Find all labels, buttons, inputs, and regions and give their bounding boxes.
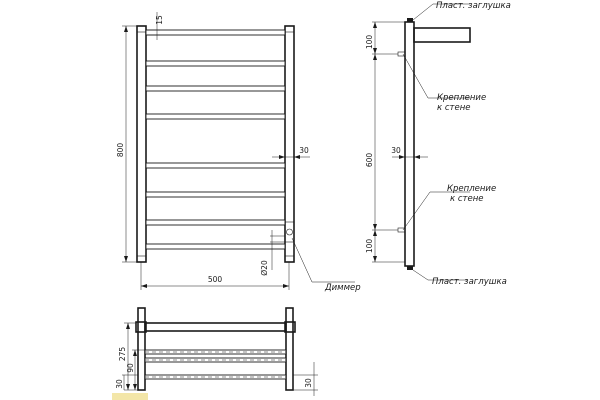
side-view: 100 600 100 30 Пласт. заглушка Крепление… [365, 1, 511, 287]
front-crossbar [145, 162, 286, 169]
dim-side-view-30: 30 [391, 146, 401, 155]
dim-mid-90: 90 [126, 363, 135, 373]
front-crossbar [145, 219, 286, 226]
side-top-cap [407, 18, 413, 22]
side-top-bar [413, 27, 471, 43]
dim-width-500: 500 [208, 275, 223, 284]
dimmer-knob-icon [286, 228, 293, 236]
front-crossbar [145, 243, 286, 250]
label-dimmer: Диммер [324, 283, 361, 293]
label-bottom-cap: Пласт. заглушка [432, 277, 507, 287]
side-bottom-cap [407, 266, 413, 270]
dim-low-30: 30 [115, 379, 124, 389]
top-view-top-bar [144, 322, 287, 332]
front-top-cap-right [284, 25, 295, 33]
dim-right-30: 30 [304, 378, 313, 388]
dim-side-30: 30 [299, 146, 309, 155]
bottom-highlight-strip [112, 393, 148, 400]
top-right-cap [284, 321, 296, 333]
front-crossbar [145, 191, 286, 198]
front-crossbar [145, 60, 286, 67]
front-bottom-cap-right [284, 255, 295, 263]
front-right-rail [284, 25, 295, 263]
label-mount-top-2: к стене [437, 103, 470, 113]
dim-side-top-100: 100 [365, 35, 374, 50]
top-left-rail [137, 307, 146, 391]
side-rail [404, 21, 415, 267]
label-top-cap: Пласт. заглушка [436, 1, 511, 11]
dim-top-gap-15: 15 [155, 15, 164, 25]
front-view: 800 15 500 30 Ø20 Диммер [116, 12, 361, 293]
front-top-cap-left [136, 25, 147, 33]
front-bottom-cap-left [136, 255, 147, 263]
dim-height-800: 800 [116, 143, 125, 158]
dim-side-middle-600: 600 [365, 153, 374, 168]
top-right-rail [285, 307, 294, 391]
top-left-cap [135, 321, 147, 333]
dim-side-bottom-100: 100 [365, 239, 374, 254]
front-top-bar [145, 29, 286, 36]
dim-diameter-20: Ø20 [260, 260, 269, 276]
front-crossbar [145, 113, 286, 120]
front-left-rail [136, 25, 147, 263]
front-dimmer [284, 221, 295, 243]
label-mount-top-1: Крепление [437, 93, 486, 103]
dim-depth-275: 275 [118, 347, 127, 362]
top-view: 275 90 30 30 [112, 307, 318, 400]
label-mount-bottom-1: Крепление [447, 184, 496, 194]
front-crossbar [145, 85, 286, 92]
label-mount-bottom-2: к стене [450, 194, 483, 204]
